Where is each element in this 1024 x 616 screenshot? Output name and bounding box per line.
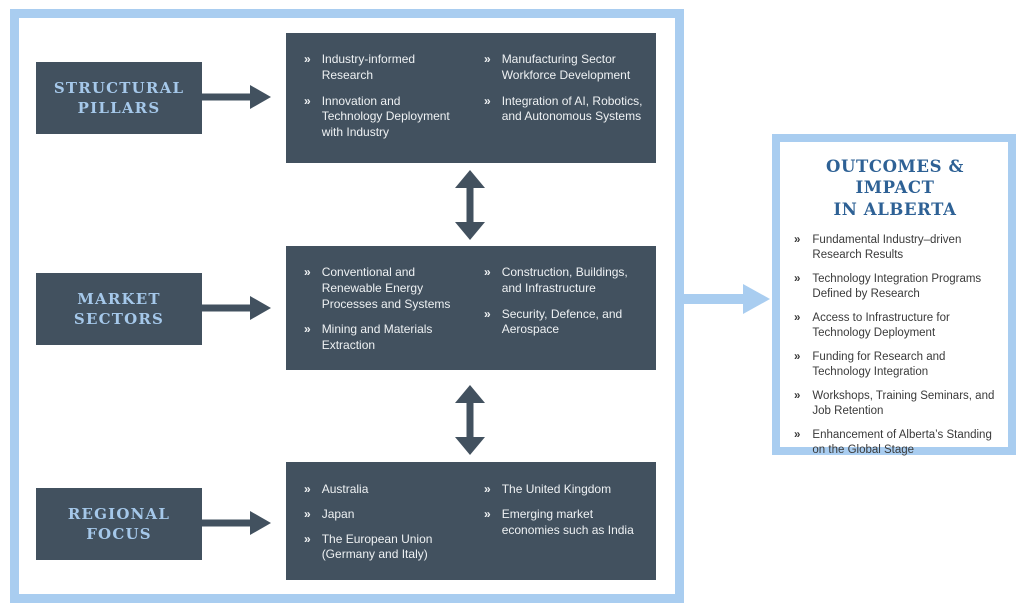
- list-item-text: Technology Integration Programs Defined …: [812, 273, 982, 301]
- chevron-bullet-icon: »: [304, 52, 311, 66]
- list-item-text: Innovation and Technology Deployment wit…: [321, 93, 450, 140]
- list-item-text: Access to Infrastructure for Technology …: [812, 312, 950, 339]
- list-item-text: Enhancement of Alberta’s Standing on the…: [812, 428, 992, 456]
- double-arrow-vertical-icon: [455, 385, 485, 455]
- column: » Industry-informed Research » Innovatio…: [304, 52, 462, 163]
- list-item: » Construction, Buildings, and Infrastru…: [484, 265, 646, 297]
- chevron-bullet-icon: »: [794, 350, 801, 363]
- chevron-bullet-icon: »: [304, 482, 311, 496]
- list-item: » Emerging market economies such as Indi…: [484, 507, 646, 539]
- label-market-sectors: MARKET SECTORS: [36, 273, 202, 345]
- chevron-bullet-icon: »: [794, 234, 801, 247]
- list-item-text: Mining and Materials Extraction: [321, 322, 433, 353]
- column: » Manufacturing Sector Workforce Develop…: [484, 52, 646, 163]
- label-line: REGIONAL: [67, 504, 171, 523]
- list-item: » Access to Infrastructure for Technolog…: [794, 311, 996, 341]
- label-text: REGIONAL FOCUS: [68, 504, 170, 545]
- list-item: » Funding for Research and Technology In…: [794, 350, 996, 380]
- column: » The United Kingdom » Emerging market e…: [484, 482, 646, 580]
- arrow-right-icon: [202, 85, 271, 109]
- chevron-bullet-icon: »: [304, 506, 311, 521]
- double-arrow-vertical-icon: [455, 170, 485, 240]
- label-line: SECTORS: [73, 310, 165, 328]
- label-text: MARKET SECTORS: [74, 289, 164, 330]
- outcomes-title-line: OUTCOMES & IMPACT: [826, 157, 964, 198]
- label-line: PILLARS: [77, 99, 161, 117]
- list-item: » Innovation and Technology Deployment w…: [304, 94, 462, 141]
- label-text: STRUCTURAL PILLARS: [54, 78, 184, 119]
- chevron-bullet-icon: »: [304, 322, 311, 337]
- list-item-text: Security, Defence, and Aerospace: [501, 306, 623, 337]
- chevron-bullet-icon: »: [794, 273, 801, 286]
- list-item: » The United Kingdom: [484, 482, 646, 498]
- outcomes-list: » Fundamental Industry–driven Research R…: [794, 233, 996, 457]
- list-item: » Workshops, Training Seminars, and Job …: [794, 389, 996, 419]
- list-item-text: Emerging market economies such as India: [501, 506, 634, 537]
- label-line: FOCUS: [86, 525, 152, 543]
- chevron-bullet-icon: »: [484, 482, 491, 496]
- list-item: » Manufacturing Sector Workforce Develop…: [484, 52, 646, 84]
- list-item-text: Industry-informed Research: [321, 52, 416, 82]
- label-line: STRUCTURAL: [53, 78, 185, 97]
- label-regional-focus: REGIONAL FOCUS: [36, 488, 202, 560]
- column: » Conventional and Renewable Energy Proc…: [304, 265, 462, 370]
- list-item: » Conventional and Renewable Energy Proc…: [304, 265, 462, 312]
- list-item-text: Manufacturing Sector Workforce Developme…: [501, 52, 631, 82]
- list-item-text: Fundamental Industry–driven Research Res…: [812, 234, 962, 262]
- arrow-right-icon: [202, 511, 271, 535]
- list-item-text: Construction, Buildings, and Infrastruct…: [501, 265, 628, 295]
- list-item-text: Workshops, Training Seminars, and Job Re…: [812, 389, 995, 417]
- content-market-sectors: » Conventional and Renewable Energy Proc…: [286, 246, 656, 370]
- list-item-text: The European Union (Germany and Italy): [321, 531, 433, 562]
- list-item: » Australia: [304, 482, 462, 498]
- chevron-bullet-icon: »: [484, 306, 491, 321]
- list-item-text: Integration of AI, Robotics, and Autonom…: [501, 93, 643, 124]
- chevron-bullet-icon: »: [794, 389, 801, 402]
- content-regional-focus: » Australia » Japan » The European Union…: [286, 462, 656, 580]
- list-item-text: Conventional and Renewable Energy Proces…: [321, 265, 451, 311]
- list-item: » The European Union (Germany and Italy): [304, 532, 462, 564]
- outcomes-title: OUTCOMES & IMPACT IN ALBERTA: [794, 156, 996, 220]
- column: » Construction, Buildings, and Infrastru…: [484, 265, 646, 370]
- list-item-text: Japan: [321, 506, 355, 521]
- list-item: » Integration of AI, Robotics, and Auton…: [484, 94, 646, 126]
- chevron-bullet-icon: »: [484, 506, 491, 521]
- label-structural-pillars: STRUCTURAL PILLARS: [36, 62, 202, 134]
- list-item: » Enhancement of Alberta’s Standing on t…: [794, 428, 996, 458]
- content-structural-pillars: » Industry-informed Research » Innovatio…: [286, 33, 656, 163]
- flow-arrow-right-icon: [680, 284, 770, 314]
- chevron-bullet-icon: »: [304, 531, 311, 546]
- column: » Australia » Japan » The European Union…: [304, 482, 462, 580]
- list-item: » Fundamental Industry–driven Research R…: [794, 233, 996, 263]
- chevron-bullet-icon: »: [484, 52, 491, 66]
- arrow-right-icon: [202, 296, 271, 320]
- chevron-bullet-icon: »: [304, 265, 311, 279]
- list-item-text: The United Kingdom: [501, 482, 612, 496]
- outcomes-title-line: IN ALBERTA: [833, 199, 957, 219]
- list-item: » Industry-informed Research: [304, 52, 462, 84]
- list-item: » Mining and Materials Extraction: [304, 322, 462, 354]
- list-item-text: Funding for Research and Technology Inte…: [812, 350, 946, 378]
- list-item: » Japan: [304, 507, 462, 523]
- chevron-bullet-icon: »: [484, 93, 491, 108]
- outcomes-box: OUTCOMES & IMPACT IN ALBERTA » Fundament…: [772, 134, 1016, 457]
- list-item: » Technology Integration Programs Define…: [794, 272, 996, 302]
- list-item-text: Australia: [321, 482, 369, 496]
- list-item: » Security, Defence, and Aerospace: [484, 307, 646, 339]
- chevron-bullet-icon: »: [304, 93, 311, 108]
- chevron-bullet-icon: »: [794, 312, 801, 325]
- label-line: MARKET: [77, 289, 161, 308]
- chevron-bullet-icon: »: [484, 265, 491, 279]
- chevron-bullet-icon: »: [794, 428, 801, 441]
